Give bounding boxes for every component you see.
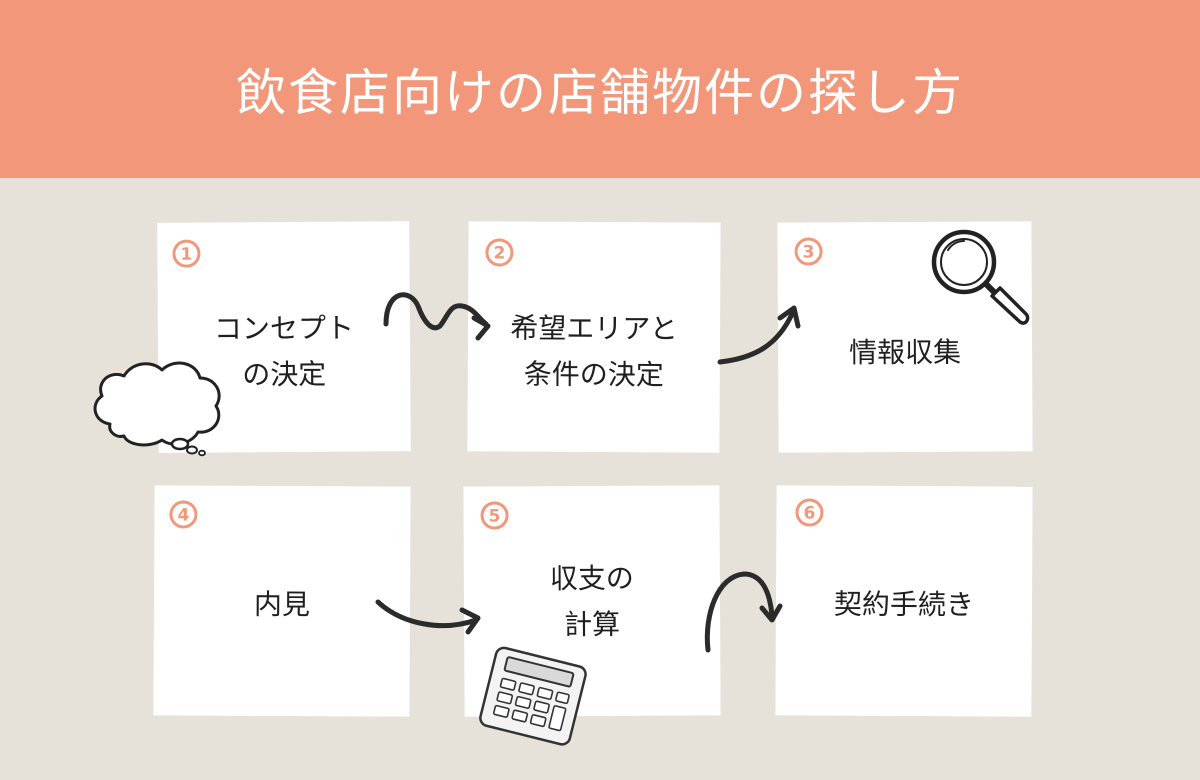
step-card-4: 4 内見	[153, 485, 411, 717]
step-number-2-circle: 2	[485, 238, 514, 267]
step-label-5-line-2: 計算	[564, 607, 621, 642]
step-label-6-line-1: 契約手続き	[833, 587, 975, 622]
arrow-step1-to-step2	[383, 292, 491, 341]
step-card-6: 6 契約手続き	[775, 485, 1033, 717]
step-label-1-line-1: コンセプト	[213, 311, 355, 346]
step-label-2-line-2: 条件の決定	[523, 357, 664, 392]
arrow-step5-to-step6	[704, 571, 783, 653]
step-number-1-circle: 1	[172, 239, 201, 268]
step-number-4: 4	[177, 505, 189, 525]
step-label-5-line-1: 収支の	[549, 561, 634, 596]
step-label-2: 希望エリアと 条件の決定	[468, 305, 720, 398]
step-card-5: 5 収支の 計算	[463, 485, 721, 717]
step-number-2: 2	[493, 243, 505, 263]
step-label-2-line-1: 希望エリアと	[510, 311, 678, 346]
calculator-icon	[479, 646, 587, 746]
thought-bubble-icon	[93, 361, 221, 457]
header-banner: 飲食店向けの店舗物件の探し方	[0, 0, 1200, 178]
step-number-6-circle: 6	[795, 498, 824, 527]
step-label-3-line-1: 情報収集	[848, 335, 962, 370]
step-card-3: 3 情報収集	[777, 221, 1033, 453]
step-number-3: 3	[803, 242, 815, 262]
step-number-5-circle: 5	[480, 501, 509, 530]
arrow-step4-to-step5	[375, 599, 481, 635]
step-label-5: 収支の 計算	[464, 555, 720, 648]
arrow-step2-to-step3	[717, 305, 801, 365]
step-card-1: 1 コンセプト の決定	[157, 221, 411, 453]
step-label-3: 情報収集	[778, 329, 1032, 376]
step-number-5: 5	[489, 506, 501, 526]
step-number-4-circle: 4	[169, 500, 198, 529]
step-number-6: 6	[803, 503, 815, 523]
magnifier-icon	[931, 229, 1030, 325]
page-title: 飲食店向けの店舗物件の探し方	[236, 64, 964, 122]
step-number-1: 1	[180, 245, 192, 265]
step-number-3-circle: 3	[794, 237, 823, 266]
step-card-2: 2 希望エリアと 条件の決定	[467, 221, 721, 453]
step-label-6: 契約手続き	[776, 581, 1032, 628]
